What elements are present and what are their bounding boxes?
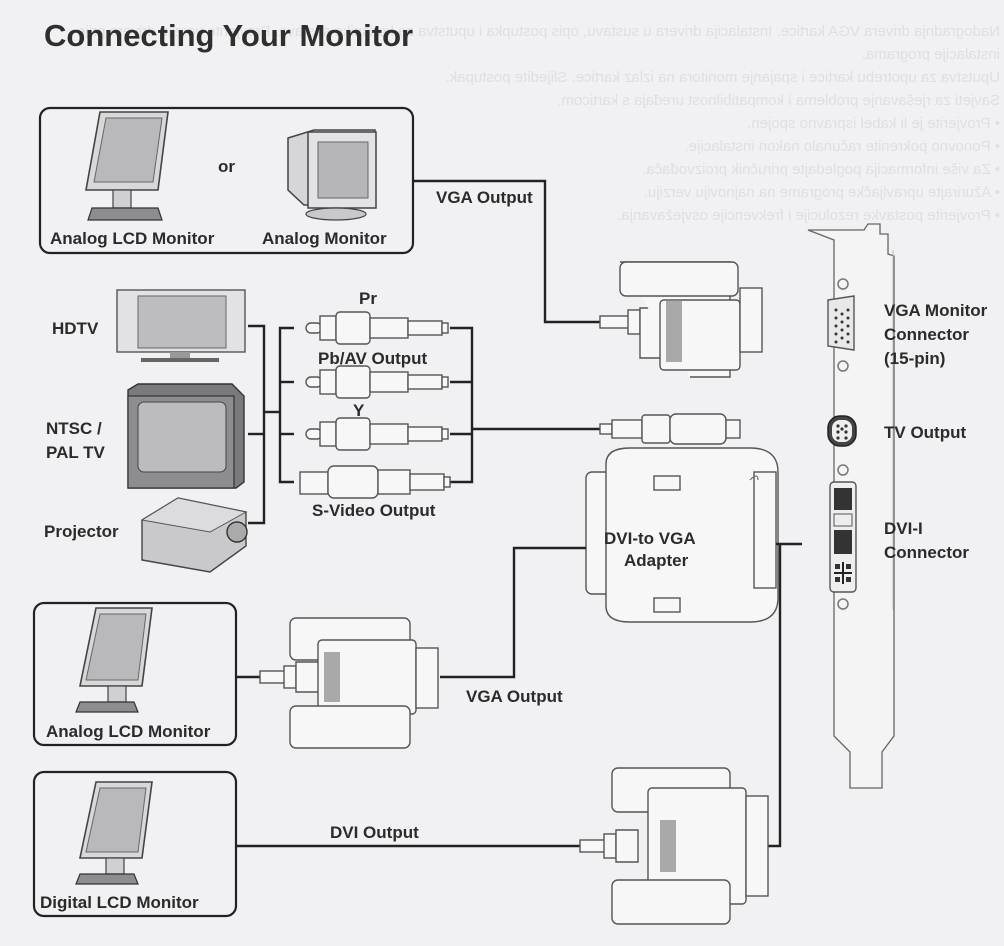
analog-monitors-box: or Analog LCD Monitor Analog Monitor bbox=[38, 106, 415, 255]
vga-plug-mid-icon bbox=[259, 617, 439, 749]
projector-label: Projector bbox=[44, 522, 119, 541]
y-label: Y bbox=[353, 401, 365, 420]
digital-lcd-monitor-label: Digital LCD Monitor bbox=[40, 893, 199, 912]
tv-output-label: TV Output bbox=[884, 423, 966, 442]
adapter-label-1: DVI-to VGA bbox=[604, 529, 696, 548]
screw-hole-icon bbox=[837, 598, 849, 610]
lcd-monitor-icon bbox=[75, 781, 153, 885]
vga-monitor-connector-label-3: (15-pin) bbox=[884, 349, 945, 368]
ntsc-pal-tv-label-1: NTSC / bbox=[46, 419, 102, 438]
projector-icon bbox=[140, 497, 248, 573]
screw-hole-icon bbox=[837, 464, 849, 476]
vga-output-label-mid: VGA Output bbox=[466, 687, 563, 706]
dvi-output-label: DVI Output bbox=[330, 823, 419, 842]
vga-plug-top-icon bbox=[599, 261, 763, 378]
vga-cable-top bbox=[413, 179, 600, 324]
adapter-label-2: Adapter bbox=[624, 551, 689, 570]
dvi-plug-bottom-icon bbox=[579, 767, 769, 925]
graphics-card-bracket bbox=[807, 223, 895, 789]
pr-label: Pr bbox=[359, 289, 377, 308]
dvi-i-connector-label-2: Connector bbox=[884, 543, 969, 562]
tv-output-port-icon bbox=[827, 415, 857, 447]
lcd-monitor-icon bbox=[75, 607, 153, 713]
rca-plug-pr-icon bbox=[305, 311, 449, 345]
crt-monitor-icon bbox=[287, 129, 377, 221]
hdtv-label: HDTV bbox=[52, 319, 99, 338]
s-video-output-label: S-Video Output bbox=[312, 501, 436, 520]
analog-lcd-monitor-label-mid: Analog LCD Monitor bbox=[46, 722, 211, 741]
vga-output-label-top: VGA Output bbox=[436, 188, 533, 207]
vga-monitor-connector-label-1: VGA Monitor bbox=[884, 301, 988, 320]
digital-lcd-monitor-box: Digital LCD Monitor bbox=[32, 770, 238, 918]
dvi-bus-right-wire bbox=[764, 544, 782, 848]
or-label: or bbox=[218, 157, 235, 176]
tv-output-plug-icon bbox=[599, 413, 741, 445]
pb-av-output-label: Pb/AV Output bbox=[318, 349, 428, 368]
dvi-port-icon bbox=[829, 481, 857, 593]
adapter-to-vga-wire bbox=[440, 546, 586, 679]
analog-monitor-label: Analog Monitor bbox=[262, 229, 387, 248]
analog-lcd-monitor-box: Analog LCD Monitor bbox=[32, 601, 238, 747]
device-frame bbox=[32, 770, 238, 918]
page-title: Connecting Your Monitor bbox=[44, 18, 413, 53]
rca-plug-y-icon bbox=[305, 417, 449, 451]
hdtv-icon bbox=[116, 289, 246, 362]
analog-lcd-monitor-label: Analog LCD Monitor bbox=[50, 229, 215, 248]
dvi-to-vga-adapter-icon bbox=[585, 447, 779, 623]
rca-plug-pb-icon bbox=[305, 365, 449, 399]
device-bus-wires bbox=[248, 324, 600, 525]
screw-hole-icon bbox=[837, 360, 849, 372]
ntsc-pal-tv-label-2: PAL TV bbox=[46, 443, 106, 462]
lcd-monitor-icon bbox=[85, 111, 169, 221]
screw-hole-icon bbox=[837, 278, 849, 290]
crt-tv-icon bbox=[127, 383, 245, 489]
device-frame bbox=[32, 601, 238, 747]
dvi-i-connector-label-1: DVI-I bbox=[884, 519, 923, 538]
s-video-plug-icon bbox=[299, 465, 451, 499]
vga-monitor-connector-label-2: Connector bbox=[884, 325, 969, 344]
vga-port-icon bbox=[827, 295, 855, 351]
